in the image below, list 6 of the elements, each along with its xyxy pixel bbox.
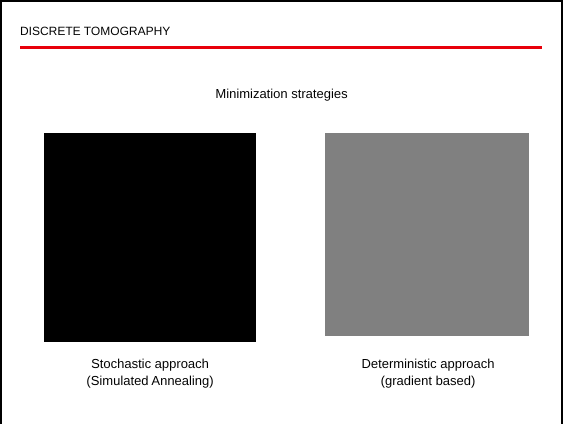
slide-title: DISCRETE TOMOGRAPHY — [20, 24, 170, 38]
filled-square — [325, 133, 529, 336]
section-heading: Minimization strategies — [214, 86, 349, 101]
filled-square — [44, 133, 256, 342]
image-caption: Deterministic approach (gradient based) — [360, 355, 496, 389]
image-caption: Stochastic approach (Simulated Annealing) — [85, 355, 215, 389]
